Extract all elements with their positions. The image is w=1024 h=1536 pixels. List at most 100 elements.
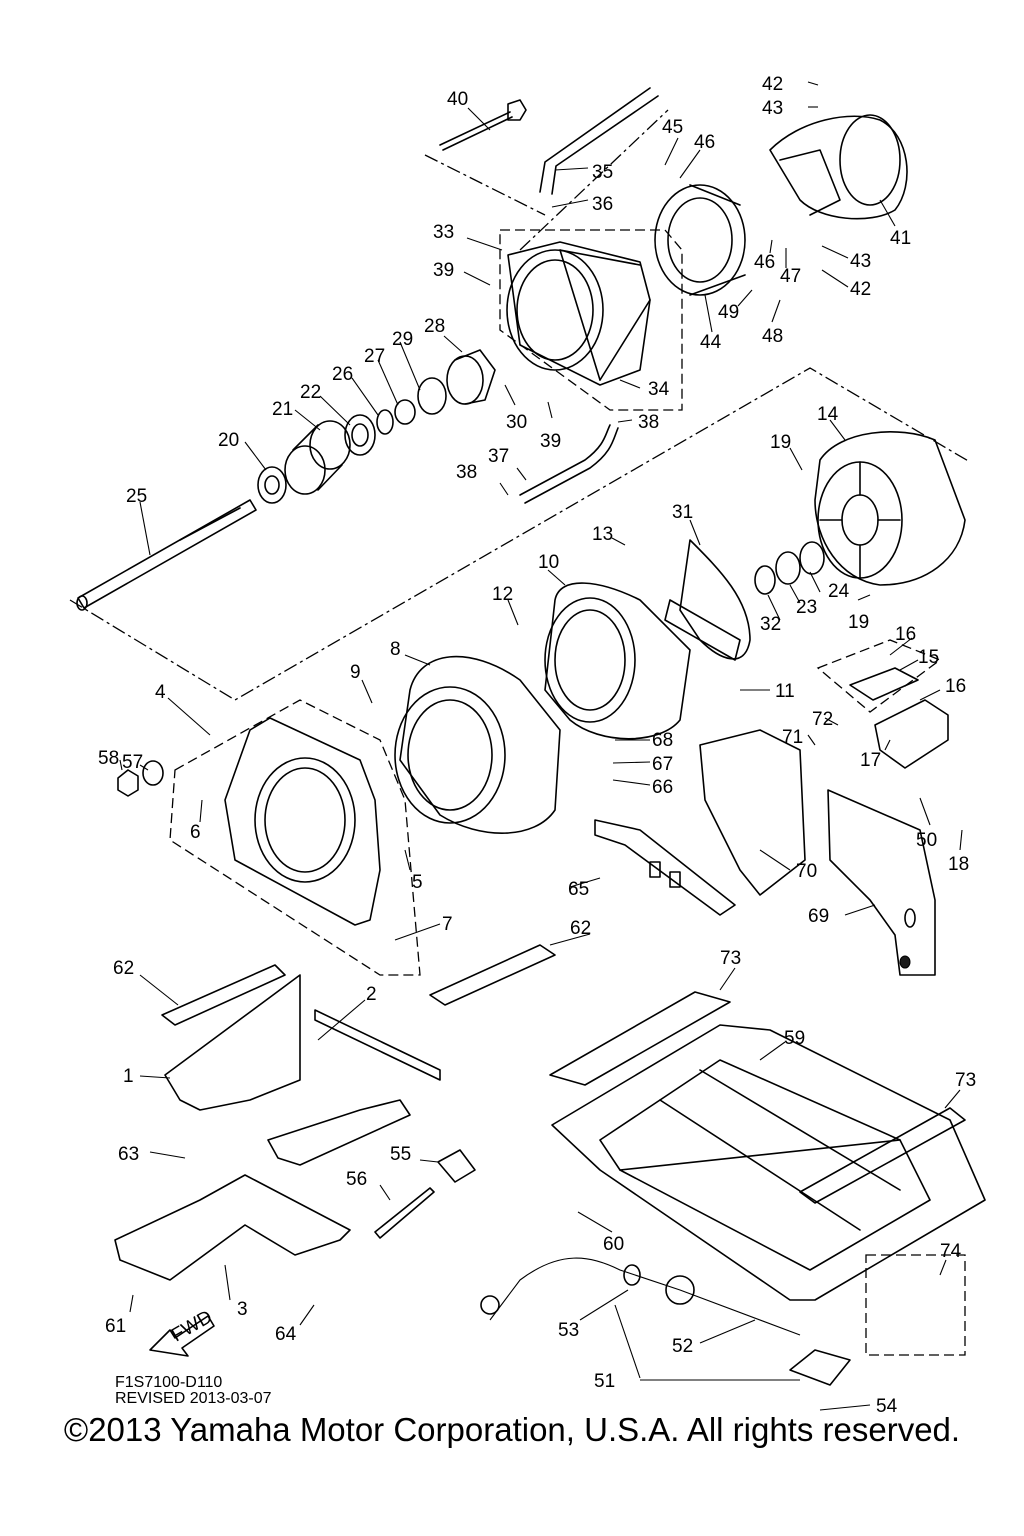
callout-63: 63 <box>118 1144 139 1165</box>
part-41-reverse-bucket <box>769 114 908 220</box>
callout-43: 43 <box>762 98 783 119</box>
part-53-sensor-cable <box>480 1257 801 1336</box>
part-17-cover <box>874 699 949 769</box>
part-22-bearing <box>344 414 376 456</box>
callout-38: 38 <box>638 412 659 433</box>
part-56-tie <box>374 1187 435 1239</box>
part-10-intermediate-housing <box>544 582 691 740</box>
callout-73: 73 <box>720 948 741 969</box>
callout-20: 20 <box>218 430 239 451</box>
part-37-hose <box>519 424 611 496</box>
callout-26: 26 <box>332 364 353 385</box>
callout-42b: 42 <box>850 279 871 300</box>
part-26-washer <box>376 409 394 435</box>
part-22-bearing-inner <box>351 423 369 447</box>
callout-58: 58 <box>98 748 119 769</box>
diagram-id: F1S7100-D110 <box>115 1374 223 1391</box>
callout-23: 23 <box>796 597 817 618</box>
callout-46: 46 <box>694 132 715 153</box>
callout-16b: 16 <box>945 676 966 697</box>
callout-40: 40 <box>447 89 468 110</box>
part-57-washer <box>142 760 164 786</box>
callout-54: 54 <box>876 1396 898 1417</box>
callout-49: 49 <box>718 302 739 323</box>
part-70-bracket <box>699 729 806 896</box>
callout-11: 11 <box>775 681 795 702</box>
part-69-side-plate <box>827 789 936 976</box>
callout-67: 67 <box>652 754 673 775</box>
callout-leaders <box>119 81 963 1411</box>
callout-65: 65 <box>568 879 589 900</box>
callout-36: 36 <box>592 194 613 215</box>
part-2-bracket <box>267 1009 441 1166</box>
callout-53: 53 <box>558 1320 579 1341</box>
callout-47: 47 <box>780 266 801 287</box>
callout-labels: 1 2 3 4 5 6 7 8 9 10 11 12 13 14 15 16 1… <box>98 74 976 1417</box>
part-65-bracket <box>594 819 736 916</box>
callout-33: 33 <box>433 222 454 243</box>
diagram-code: F1S7100-D110 REVISED 2013-03-07 <box>115 1375 272 1407</box>
callout-66: 66 <box>652 777 673 798</box>
callout-7: 7 <box>442 914 453 935</box>
part-44-steering-nozzle <box>654 184 746 296</box>
callout-4: 4 <box>155 682 166 703</box>
part-35-hose <box>539 87 659 195</box>
callout-46b: 46 <box>754 252 775 273</box>
callout-62b: 62 <box>570 918 591 939</box>
callout-2: 2 <box>366 984 377 1005</box>
part-55-clip <box>437 1149 476 1183</box>
callout-44: 44 <box>700 332 722 353</box>
callout-41: 41 <box>890 228 911 249</box>
callout-18: 18 <box>948 854 969 875</box>
part-27-nut <box>394 399 416 425</box>
callout-21: 21 <box>272 399 293 420</box>
part-62-pad-right <box>429 944 556 1006</box>
part-23-seal <box>775 551 801 585</box>
callout-71: 71 <box>782 727 803 748</box>
callout-29: 29 <box>392 329 413 350</box>
upper-boundary-line <box>424 154 546 216</box>
callout-14: 14 <box>817 404 839 425</box>
callout-69: 69 <box>808 906 829 927</box>
callout-12: 12 <box>492 584 513 605</box>
callout-56: 56 <box>346 1169 367 1190</box>
part-3-bracket <box>114 1174 351 1281</box>
part-73-rail-rear <box>799 1107 966 1204</box>
callout-72: 72 <box>812 709 833 730</box>
part-33-nozzle-housing <box>506 241 651 386</box>
part-37-hose-edge <box>524 427 619 504</box>
callout-6: 6 <box>190 822 201 843</box>
callout-37: 37 <box>488 446 509 467</box>
upper-boundary-line-2 <box>519 109 669 251</box>
callout-64: 64 <box>275 1324 297 1345</box>
callout-31: 31 <box>672 502 693 523</box>
callout-62: 62 <box>113 958 134 979</box>
callout-42: 42 <box>762 74 783 95</box>
callout-22: 22 <box>300 382 321 403</box>
part-20-bearing-inner <box>264 475 280 495</box>
callout-45: 45 <box>662 117 683 138</box>
callout-39: 39 <box>433 260 454 281</box>
callout-50: 50 <box>916 830 937 851</box>
part-25-drive-shaft <box>76 499 257 611</box>
part-58-nut <box>117 769 139 797</box>
part-62-pad-left <box>161 964 286 1026</box>
part-21-sleeve <box>284 420 351 495</box>
callout-59: 59 <box>784 1028 805 1049</box>
callout-38b: 38 <box>456 462 477 483</box>
part-59-ride-plate <box>551 1024 986 1301</box>
part-32-spacer <box>754 565 776 595</box>
callout-73b: 73 <box>955 1070 976 1091</box>
callout-19b: 19 <box>848 612 869 633</box>
part-31-impeller <box>664 539 751 661</box>
callout-68: 68 <box>652 730 673 751</box>
callout-30: 30 <box>506 412 527 433</box>
part-33-group-box <box>499 229 683 411</box>
callout-32: 32 <box>760 614 781 635</box>
callout-5: 5 <box>412 872 423 893</box>
part-24-seal <box>799 541 825 575</box>
copyright-notice: ©2013 Yamaha Motor Corporation, U.S.A. A… <box>63 1411 961 1448</box>
callout-60: 60 <box>603 1234 624 1255</box>
callout-16: 16 <box>895 624 916 645</box>
